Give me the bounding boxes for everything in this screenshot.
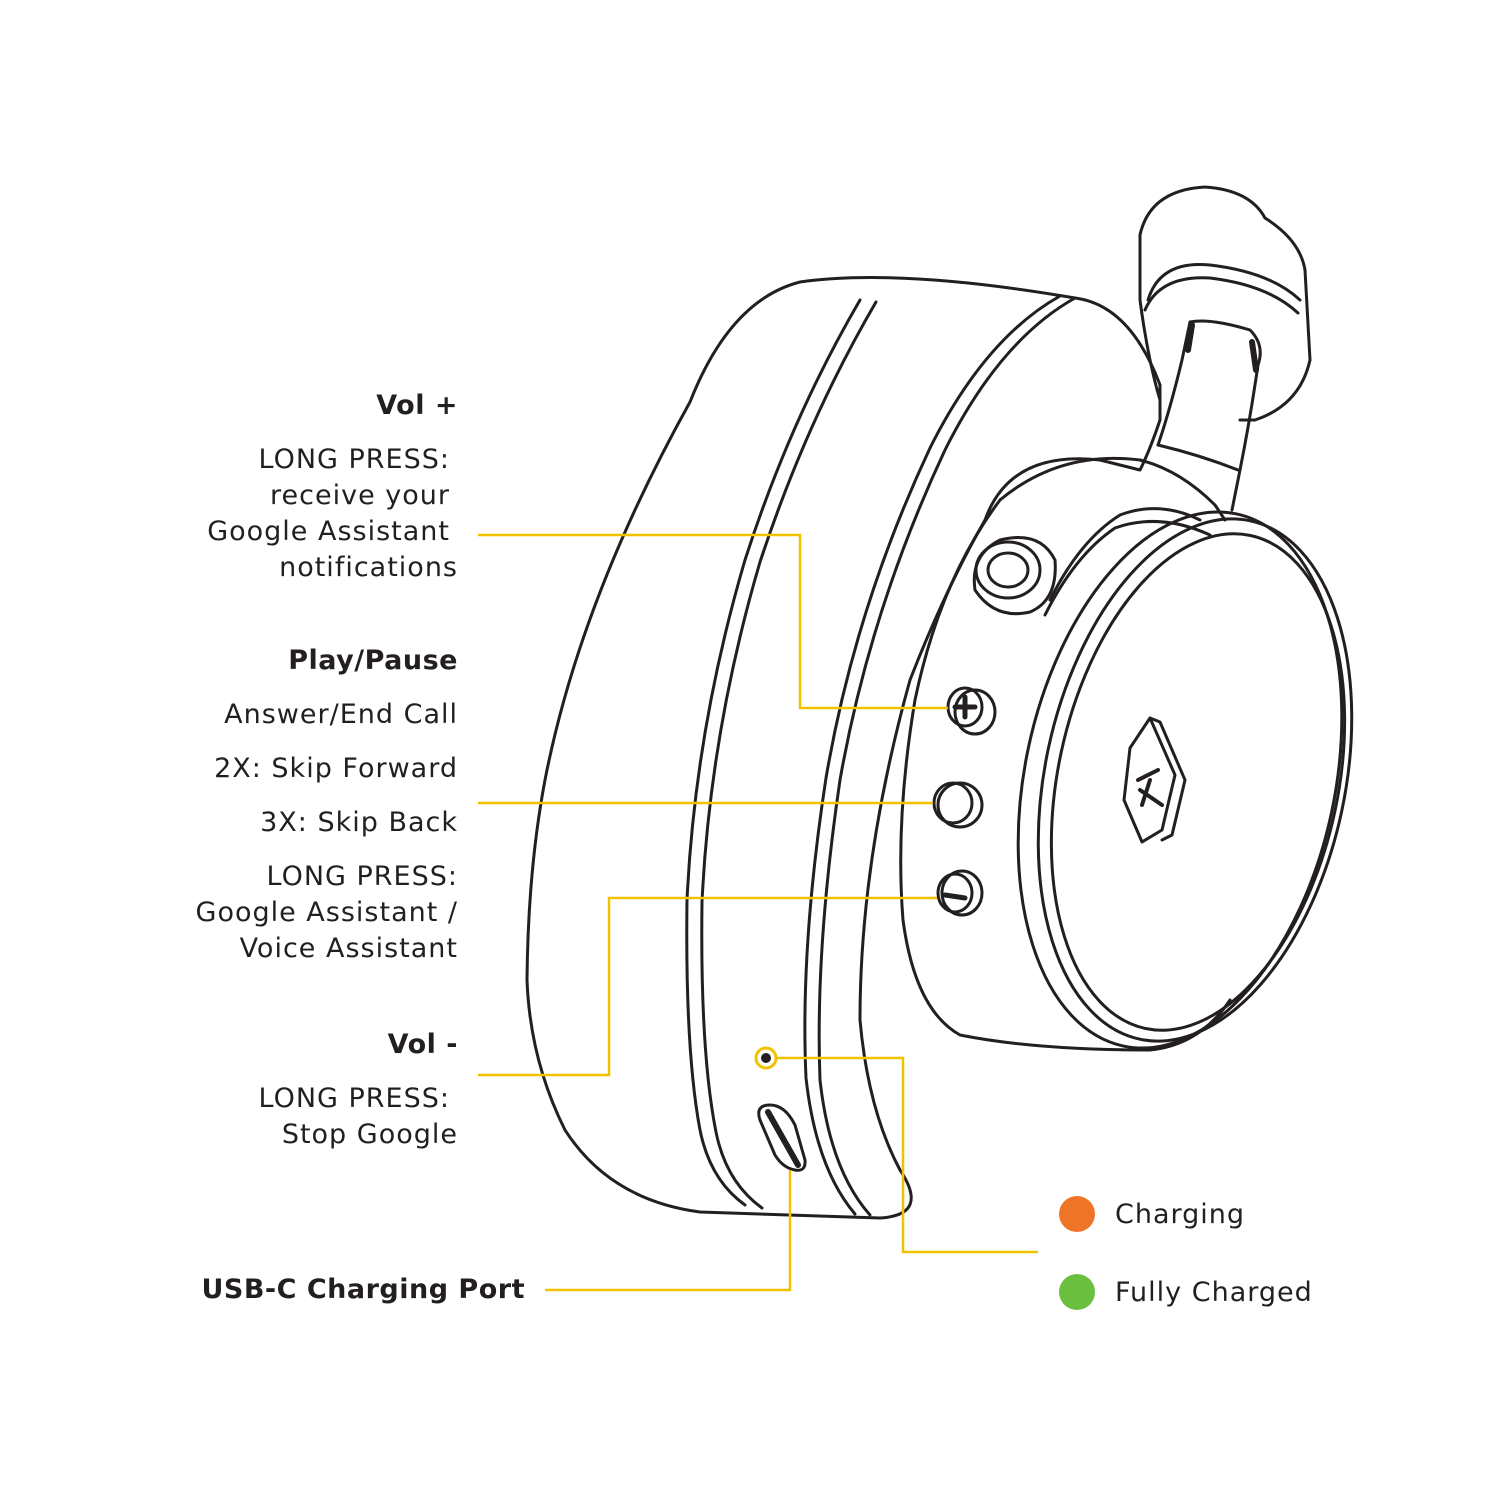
- play-pause-label: Play/Pause Answer/End Call 2X: Skip Forw…: [196, 643, 458, 967]
- hinge-arm-left: [1156, 320, 1192, 447]
- headband-cap: [1138, 185, 1312, 422]
- vol-minus-label: Vol - LONG PRESS: Stop Google: [258, 1027, 458, 1153]
- cushion-seam-2: [700, 300, 878, 1210]
- hinge-arm: [1188, 319, 1262, 512]
- usb-callout: [545, 1170, 792, 1292]
- headband-cap-inner-2: [1143, 276, 1300, 315]
- legend-charging-label: Charging: [1115, 1198, 1246, 1230]
- cushion-seam-3: [817, 296, 1077, 1217]
- ear-cup-plate-inner: [1049, 532, 1347, 1032]
- usb-c-port-inner: [765, 1109, 801, 1168]
- usb-c-label: USB-C Charging Port: [201, 1272, 525, 1308]
- plus-icon: [952, 694, 978, 720]
- vol-plus-line: notifications: [279, 552, 458, 583]
- hinge-arm-dark: [1185, 322, 1195, 353]
- vol-plus-line: Google Assistant: [207, 516, 450, 547]
- play-pause-line: Voice Assistant: [239, 933, 458, 964]
- play-pause-line: Answer/End Call: [224, 699, 458, 730]
- legend-charging: Charging: [1059, 1196, 1245, 1232]
- vol-minus-button-back: [940, 869, 984, 917]
- vol-plus-line: LONG PRESS:: [258, 444, 450, 475]
- usb-c-port: [757, 1103, 807, 1172]
- logo-badge-edge: [1148, 716, 1187, 842]
- callout-lines: [478, 533, 1038, 1292]
- play-pause-line: 3X: Skip Back: [260, 807, 458, 838]
- play-pause-line: LONG PRESS:: [266, 861, 458, 892]
- ear-cup-housing-body: [899, 498, 1232, 1052]
- vol-plus-title: Vol +: [376, 390, 458, 421]
- cushion-seam-4: [803, 294, 1062, 1216]
- ear-cup-ridge-2: [1043, 520, 1212, 617]
- audio-jack-surround: [972, 536, 1057, 616]
- play-pause-button: [932, 781, 974, 825]
- headband-cap-side: [1138, 233, 1162, 402]
- ear-cup-ridge: [1048, 507, 1202, 602]
- vol-minus-line: Stop Google: [281, 1119, 458, 1150]
- vol-minus-line: LONG PRESS:: [258, 1083, 450, 1114]
- vol-minus-callout: [478, 896, 937, 1077]
- play-pause-line: Google Assistant /: [195, 897, 458, 928]
- legend-fully-charged-label: Fully Charged: [1115, 1276, 1313, 1308]
- ear-cup-plate-back: [1016, 510, 1344, 1050]
- led-callout: [776, 1056, 1038, 1254]
- vol-plus-line: receive your: [270, 480, 450, 511]
- ear-cushion-outer: [525, 276, 1162, 1220]
- hinge-arm-dark-2: [1249, 339, 1259, 373]
- vol-plus-callout: [478, 533, 948, 710]
- ear-cup-housing: [998, 456, 1227, 522]
- charging-dot-icon: [1059, 1196, 1095, 1232]
- legend-fully-charged: Fully Charged: [1059, 1274, 1313, 1310]
- hinge-arm-band: [1156, 443, 1240, 472]
- cushion-seam-1: [685, 298, 862, 1207]
- logo-mark: [1136, 768, 1164, 807]
- headband-cap-inner: [1146, 262, 1302, 302]
- audio-jack-inner: [986, 551, 1030, 589]
- minus-icon: [942, 892, 968, 901]
- usb-c-title: USB-C Charging Port: [201, 1274, 525, 1305]
- vol-minus-title: Vol -: [387, 1029, 458, 1060]
- headphone-outline: [525, 185, 1354, 1220]
- led-indicator: [761, 1053, 771, 1063]
- vol-plus-label: Vol + LONG PRESS: receive your Google As…: [207, 388, 458, 586]
- fully-charged-dot-icon: [1059, 1274, 1095, 1310]
- vol-plus-button-back: [953, 688, 997, 736]
- vol-minus-button: [936, 872, 974, 914]
- play-pause-title: Play/Pause: [288, 645, 458, 676]
- play-pause-line: 2X: Skip Forward: [214, 753, 458, 784]
- ear-cup-plate: [1036, 517, 1354, 1043]
